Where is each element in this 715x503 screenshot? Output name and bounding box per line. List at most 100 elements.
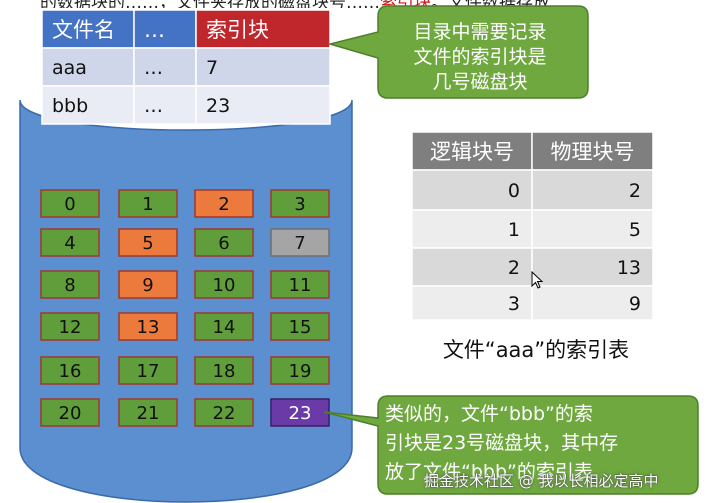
dir-cell bbox=[133, 47, 197, 87]
disk-block bbox=[40, 228, 100, 257]
disk-block-number: 11 bbox=[289, 275, 312, 296]
dir-header-label: 索引块 bbox=[206, 18, 269, 42]
index-cell-value: 2 bbox=[508, 257, 520, 279]
callout-directory-text: 目录中需要记录 文件的索引块是 几号磁盘块 bbox=[380, 20, 580, 95]
disk-block-number: 21 bbox=[137, 403, 160, 424]
disk-block bbox=[118, 228, 178, 257]
disk-block bbox=[118, 270, 178, 299]
dir-cell-value: aaa bbox=[52, 57, 87, 79]
disk-block-number: 18 bbox=[213, 361, 236, 382]
dir-cell-value: 7 bbox=[206, 57, 218, 79]
disk-block-number: 5 bbox=[142, 233, 153, 254]
dir-cell-value: … bbox=[144, 57, 163, 79]
disk-block bbox=[270, 356, 330, 385]
top-text-after: 。文件数据存放 bbox=[431, 0, 550, 8]
index-cell-value: 1 bbox=[508, 219, 520, 241]
dir-cell bbox=[133, 85, 197, 125]
disk-block bbox=[40, 356, 100, 385]
index-cell bbox=[531, 247, 654, 287]
disk-block-number: 23 bbox=[289, 403, 312, 424]
disk-block bbox=[270, 189, 330, 218]
callout2-line: 放了文件“bbb”的索引表 bbox=[385, 461, 593, 483]
disk-block-number: 14 bbox=[213, 317, 236, 338]
callout1-line: 目录中需要记录 bbox=[413, 21, 547, 43]
disk-block bbox=[118, 312, 178, 341]
index-header-label: 逻辑块号 bbox=[430, 140, 514, 164]
disk-block-number: 3 bbox=[294, 194, 305, 215]
disk-block bbox=[194, 228, 254, 257]
disk-block-number: 15 bbox=[289, 317, 312, 338]
disk-block bbox=[194, 312, 254, 341]
disk-block bbox=[40, 312, 100, 341]
disk-block bbox=[194, 356, 254, 385]
index-cell bbox=[531, 209, 654, 249]
dir-cell-value: … bbox=[144, 95, 163, 117]
disk-block bbox=[270, 228, 330, 257]
disk-block bbox=[118, 356, 178, 385]
index-cell-value: 0 bbox=[508, 180, 520, 202]
disk-block-number: 0 bbox=[64, 194, 75, 215]
index-cell-value: 13 bbox=[617, 257, 641, 279]
disk-block-number: 13 bbox=[137, 317, 160, 338]
callout2-line: 类似的，文件“bbb”的索 bbox=[385, 403, 593, 425]
disk-block-number: 1 bbox=[142, 194, 153, 215]
mouse-cursor-icon bbox=[531, 271, 544, 289]
index-cell bbox=[411, 169, 533, 211]
callout1-line: 文件的索引块是 bbox=[413, 46, 547, 68]
index-cell-value: 3 bbox=[508, 293, 520, 315]
disk-block-number: 6 bbox=[218, 233, 229, 254]
index-cell-value: 5 bbox=[629, 219, 641, 241]
top-text-before: 的数据块的……，文件夹存放的磁盘块号…… bbox=[40, 0, 380, 8]
disk-block bbox=[270, 398, 330, 427]
index-cell-value: 2 bbox=[629, 180, 641, 202]
index-cell bbox=[531, 169, 654, 211]
disk-block-number: 7 bbox=[294, 233, 305, 254]
top-cut-text: 的数据块的……，文件夹存放的磁盘块号……索引块。文件数据存放 bbox=[40, 0, 715, 8]
disk-block bbox=[194, 189, 254, 218]
disk-block-number: 2 bbox=[218, 194, 229, 215]
disk-block-number: 16 bbox=[59, 361, 82, 382]
callout-directory-note bbox=[327, 5, 589, 99]
index-cell-value: 9 bbox=[629, 293, 641, 315]
dir-header-cell bbox=[133, 9, 197, 49]
disk-block bbox=[40, 398, 100, 427]
callout-bbb-note bbox=[323, 395, 699, 495]
index-cell bbox=[411, 209, 533, 249]
disk-block-number: 20 bbox=[59, 403, 82, 424]
dir-cell bbox=[195, 47, 331, 87]
dir-header-label: 文件名 bbox=[52, 18, 115, 42]
disk-block-number: 22 bbox=[213, 403, 236, 424]
disk-block bbox=[40, 189, 100, 218]
callout2-line: 引块是23号磁盘块，其中存 bbox=[385, 432, 619, 454]
disk-block-number: 17 bbox=[137, 361, 160, 382]
dir-header-cell bbox=[41, 9, 135, 49]
disk-block bbox=[270, 312, 330, 341]
dir-header-cell bbox=[195, 9, 331, 49]
dir-cell bbox=[195, 85, 331, 125]
disk-block bbox=[270, 270, 330, 299]
dir-cell-value: 23 bbox=[206, 95, 230, 117]
top-text-highlight: 索引块 bbox=[380, 0, 431, 8]
disk-block bbox=[40, 270, 100, 299]
disk-block-number: 12 bbox=[59, 317, 82, 338]
disk-block-number: 19 bbox=[289, 361, 312, 382]
index-header-label: 物理块号 bbox=[551, 140, 635, 164]
callout1-line: 几号磁盘块 bbox=[432, 71, 528, 93]
dir-cell bbox=[41, 47, 135, 87]
disk-block bbox=[118, 189, 178, 218]
disk-block bbox=[118, 398, 178, 427]
disk-block bbox=[194, 270, 254, 299]
disk-block-number: 4 bbox=[64, 233, 75, 254]
index-cell bbox=[411, 247, 533, 287]
callout-bbb-text: 类似的，文件“bbb”的索 引块是23号磁盘块，其中存 放了文件“bbb”的索引… bbox=[385, 400, 690, 487]
disk-block-number: 8 bbox=[64, 275, 75, 296]
index-table: 逻辑块号 物理块号 0 2 1 5 2 13 3 9 bbox=[411, 131, 654, 321]
watermark: 掘金技术社区 @ 我以长相必定高中 bbox=[424, 472, 659, 490]
disk-cylinder bbox=[19, 99, 353, 503]
index-table-caption: 文件“aaa”的索引表 bbox=[442, 338, 630, 362]
disk-block-number: 10 bbox=[213, 275, 236, 296]
dir-cell-value: bbb bbox=[52, 95, 88, 117]
